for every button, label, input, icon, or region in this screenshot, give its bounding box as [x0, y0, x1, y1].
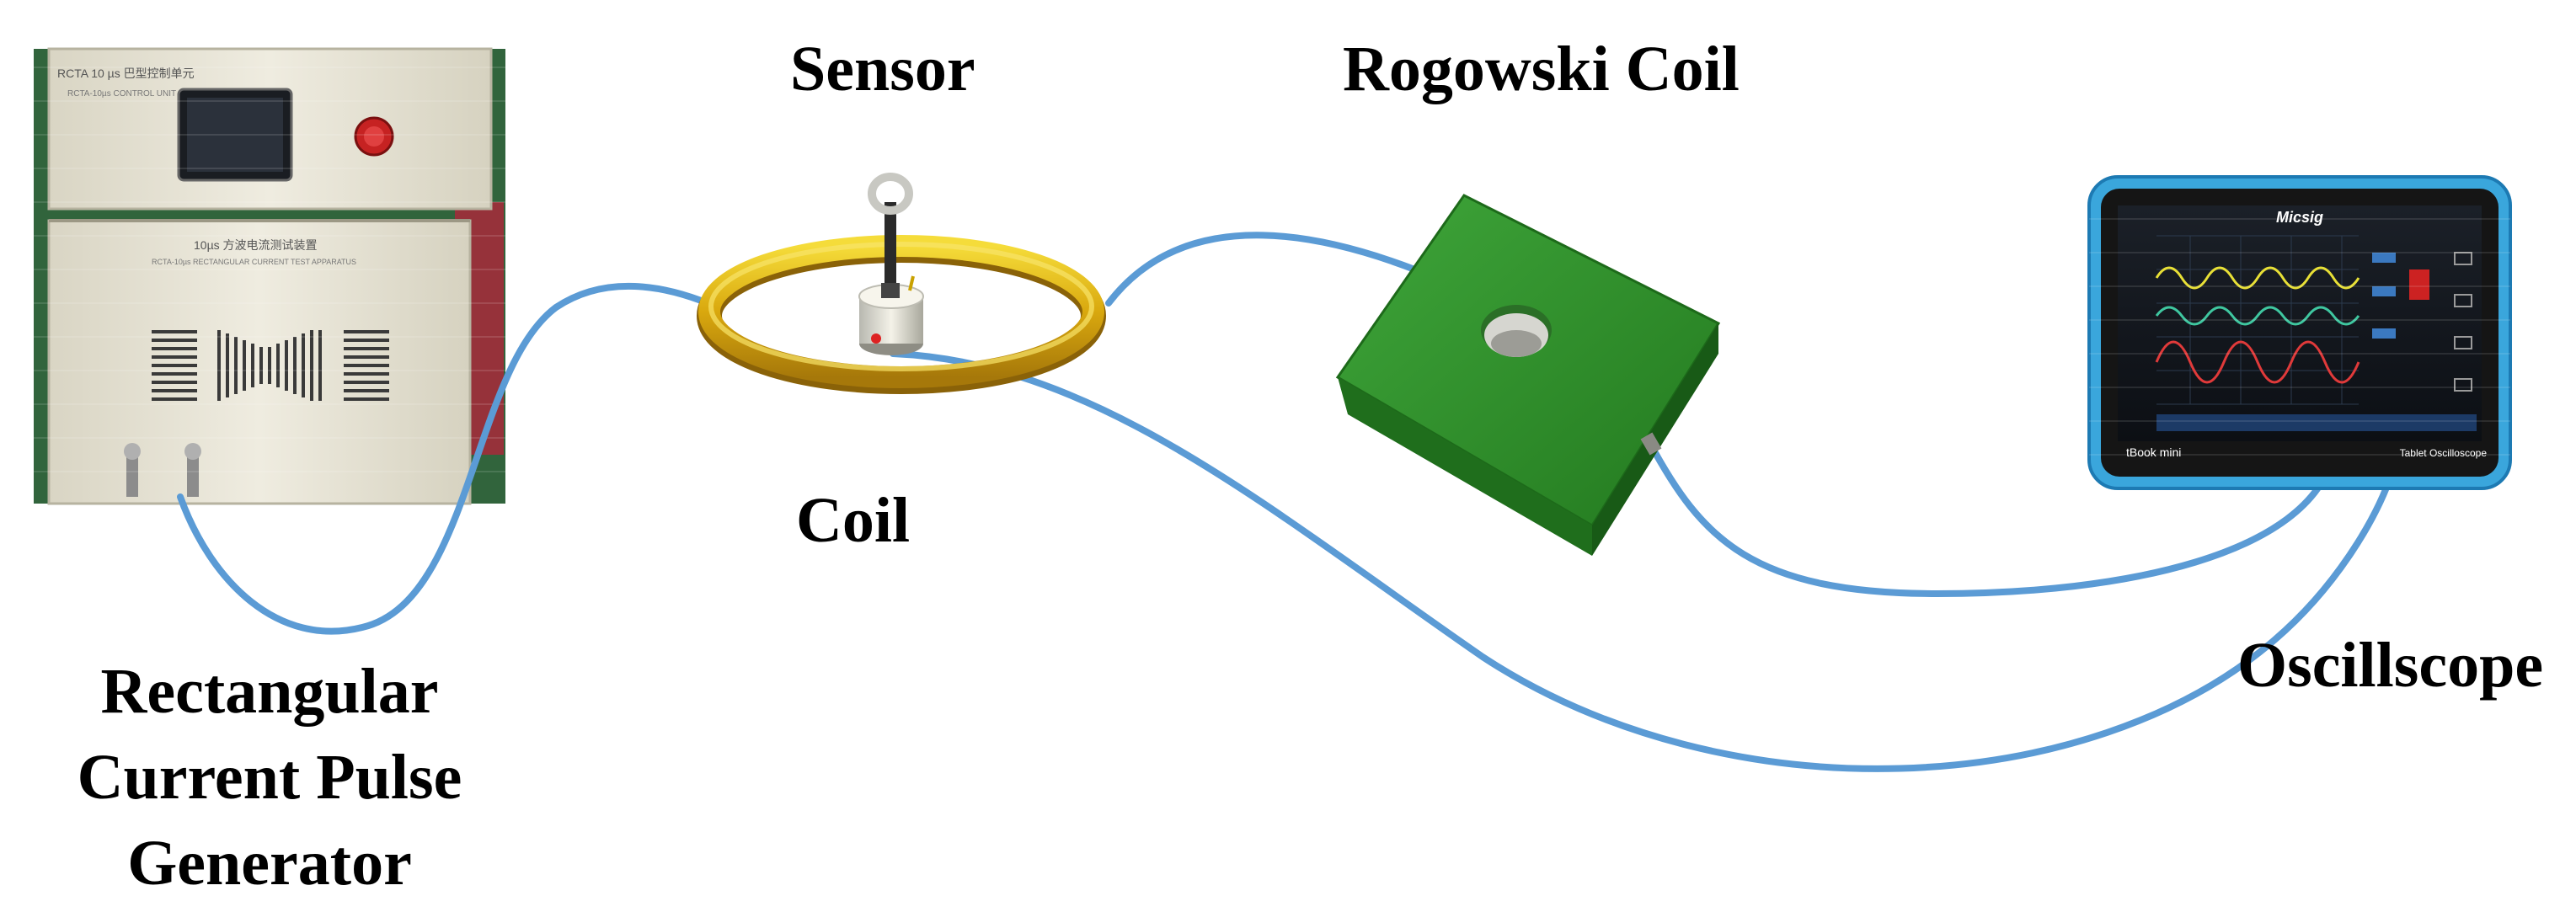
- generator-label: Rectangular Current Pulse Generator: [77, 656, 462, 899]
- oscilloscope-device: Micsig tBook mini Tablet Oscilloscope: [2087, 175, 2512, 490]
- output-connector-left: [126, 455, 138, 497]
- cable-generator-to-coil: [177, 282, 711, 635]
- sensor: [858, 173, 924, 355]
- oscilloscope-label: Oscillscope: [2237, 630, 2544, 701]
- trace-ch3: [2155, 340, 2360, 384]
- rogowski-connector: [1640, 432, 1662, 456]
- sensor-ring-terminal: [868, 173, 913, 215]
- sensor-probe: [884, 202, 896, 298]
- sensor-connector: [871, 333, 881, 344]
- control-unit-label: RCTA 10 µs 巴型控制单元: [57, 67, 195, 80]
- cable-rogowski-to-oscilloscope: [1646, 439, 2337, 598]
- oscilloscope-type: Tablet Oscilloscope: [2400, 447, 2488, 459]
- cables: [177, 232, 2396, 772]
- sensor-label: Sensor: [790, 34, 975, 104]
- apparatus-sublabel: RCTA-10µs RECTANGULAR CURRENT TEST APPAR…: [152, 258, 356, 266]
- pulse-generator: RCTA 10 µs 巴型控制单元 RCTA-10µs CONTROL UNIT…: [34, 47, 505, 505]
- trace-ch1: [2155, 266, 2360, 290]
- cable-sensor-to-oscilloscope: [890, 350, 2396, 772]
- coil-ring: [697, 235, 1106, 394]
- trace-ch2: [2155, 306, 2360, 326]
- control-unit: [47, 47, 493, 211]
- rogowski-coil-label: Rogowski Coil: [1343, 34, 1740, 104]
- oscilloscope-model: tBook mini: [2126, 445, 2181, 459]
- output-connector-right: [187, 455, 199, 497]
- rogowski-box: [1335, 194, 1721, 556]
- control-unit-sublabel: RCTA-10µs CONTROL UNIT: [67, 89, 176, 99]
- coil-label: Coil: [796, 485, 911, 556]
- oscilloscope-brand: Micsig: [2276, 209, 2323, 226]
- vent-grille: [152, 330, 389, 401]
- apparatus-label: 10µs 方波电流测试装置: [194, 238, 318, 252]
